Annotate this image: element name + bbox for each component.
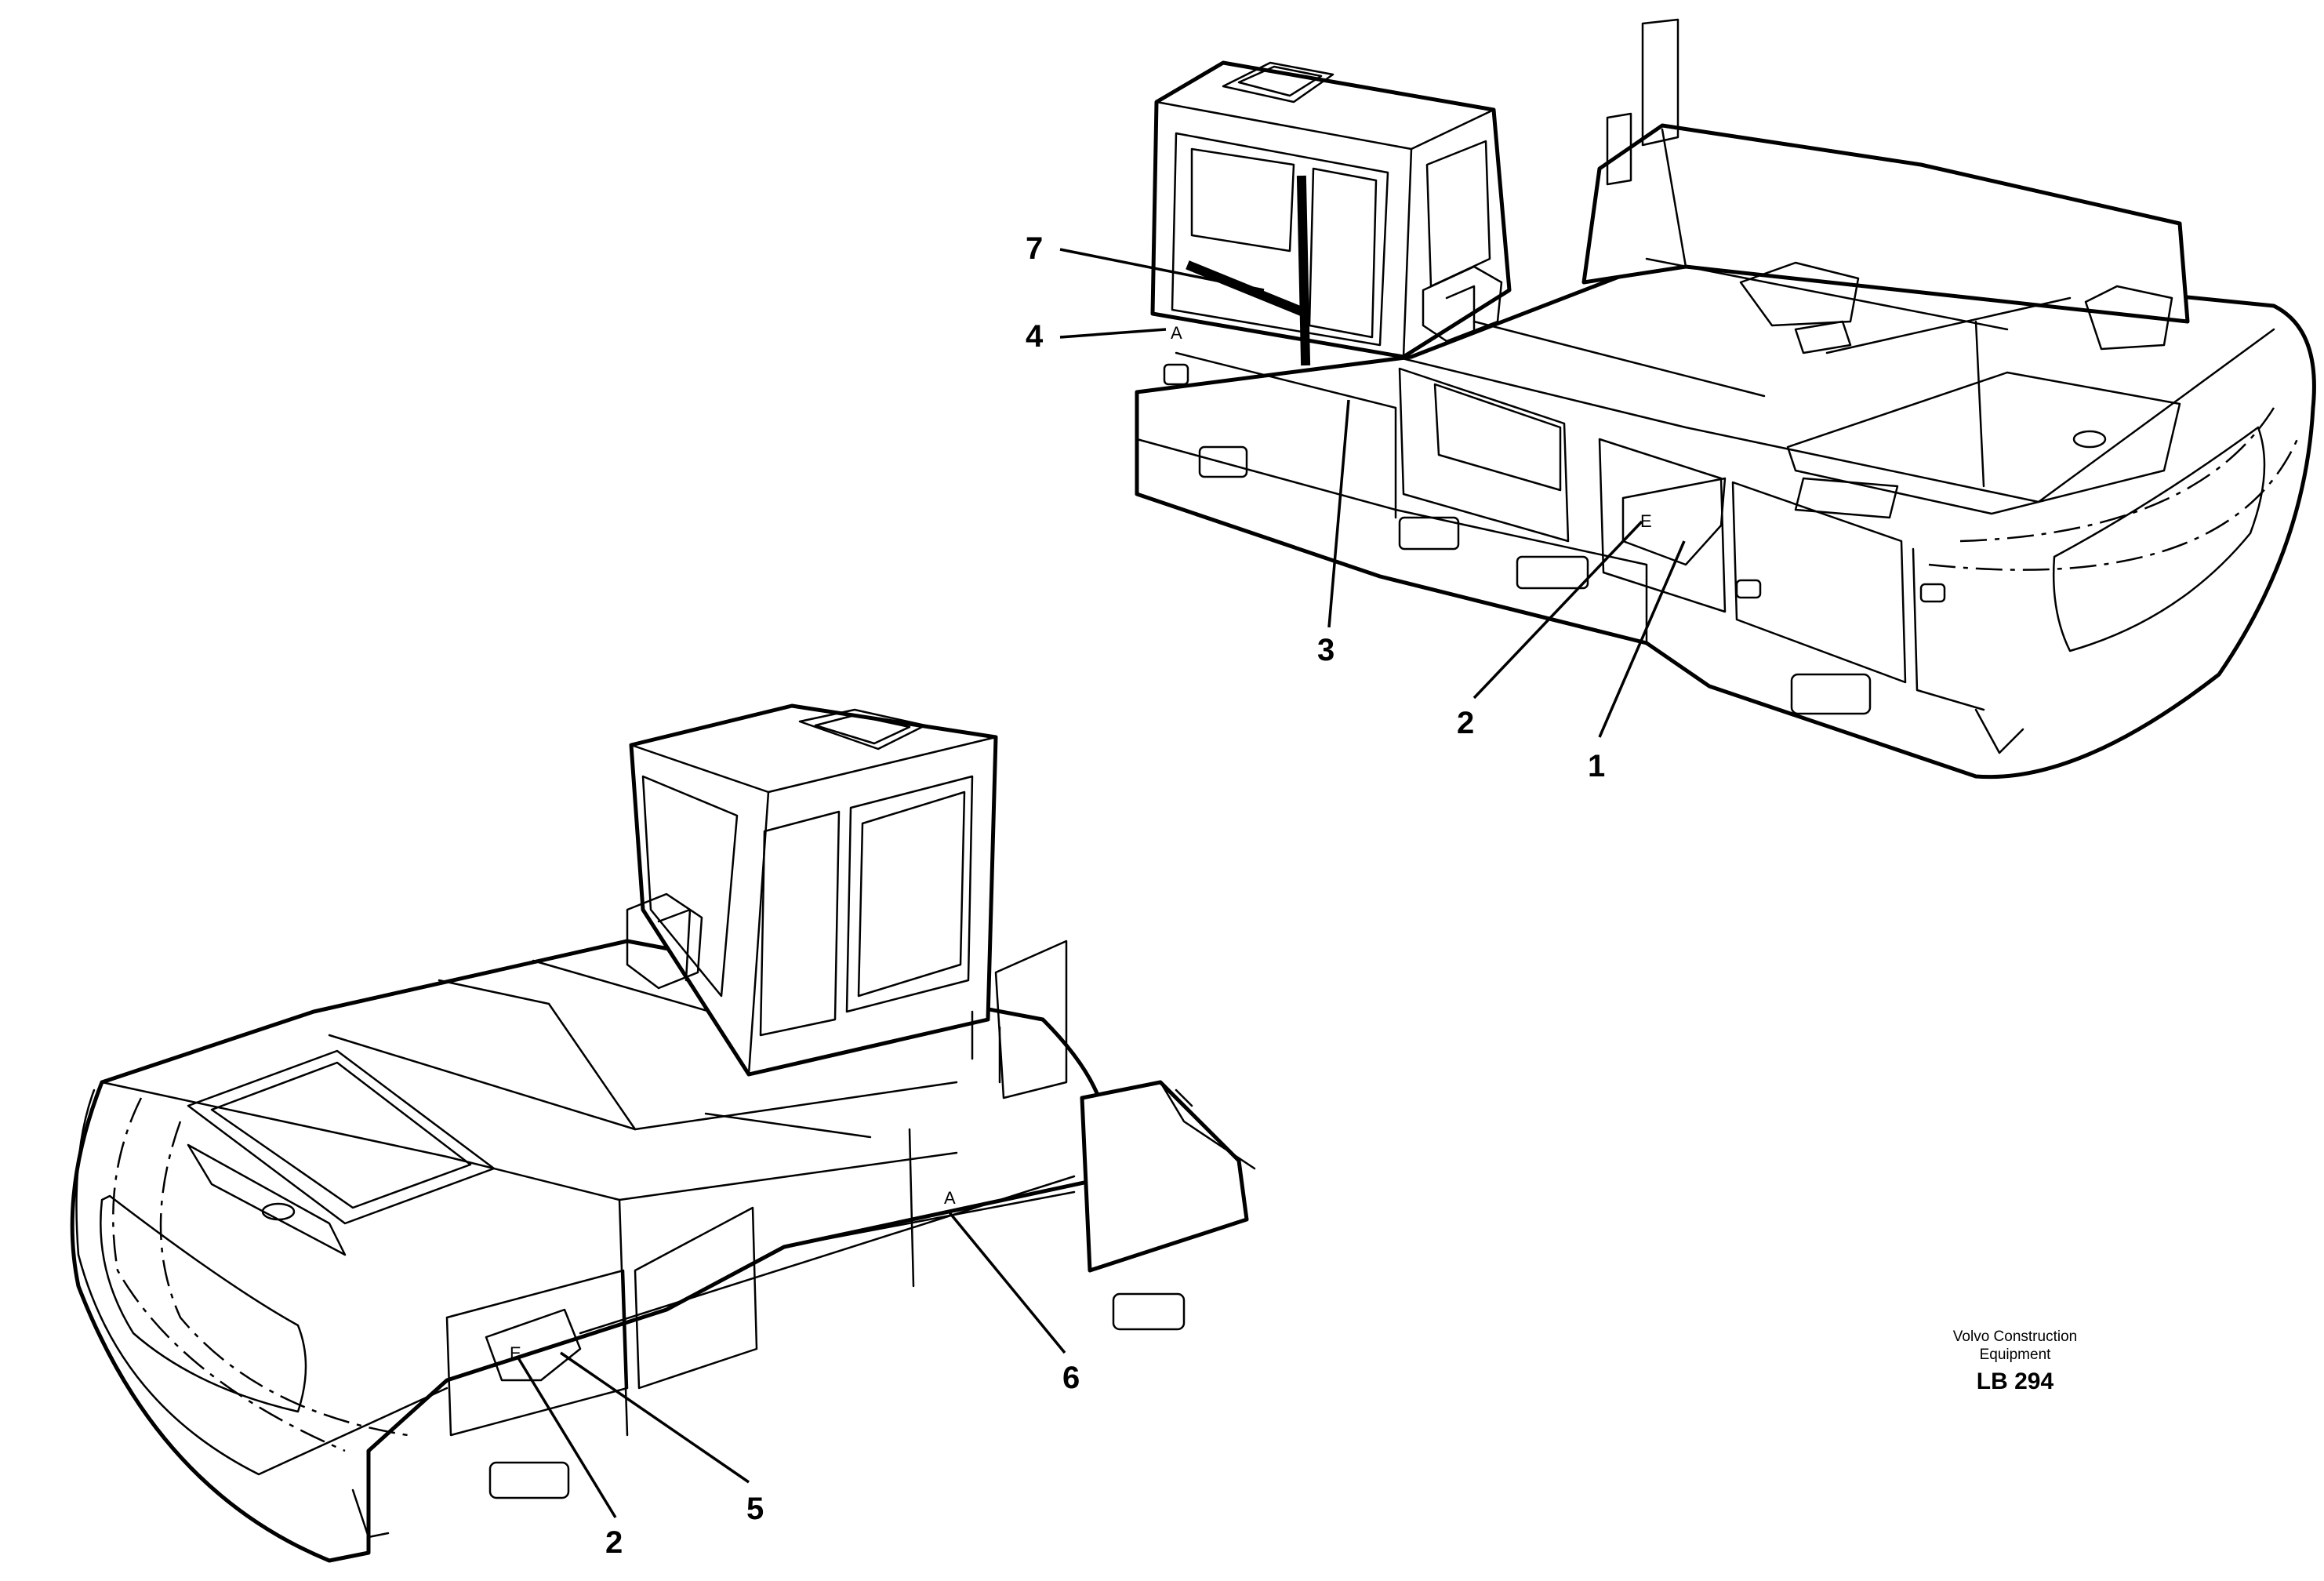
leader-6 — [947, 1210, 1066, 1354]
decal-letter-a-upper: A — [1171, 323, 1182, 343]
decal-letter-e-upper: E — [1640, 511, 1652, 531]
callout-7: 7 — [1026, 231, 1043, 266]
decal-letter-a-lower: A — [944, 1188, 956, 1208]
leader-2a — [1472, 520, 1643, 700]
leader-7 — [1059, 248, 1265, 292]
seal-strip-7 — [1296, 175, 1311, 366]
upper-cab — [1150, 60, 1512, 359]
credit-line-1: Volvo Construction — [1952, 1328, 2078, 1345]
leader-1 — [1598, 540, 1686, 738]
decal-panel-5 — [485, 1308, 582, 1382]
lower-body-outline — [70, 939, 1116, 1563]
callout-numbers: 7 4 3 2 1 2 5 6 — [605, 231, 1605, 1560]
upper-body-outline — [1135, 249, 2316, 780]
leader-5 — [560, 1351, 750, 1484]
leader-4 — [1059, 328, 1167, 339]
callout-2-lower: 2 — [605, 1525, 623, 1560]
leader-3 — [1327, 399, 1350, 628]
callout-4: 4 — [1026, 319, 1044, 354]
callout-3: 3 — [1317, 633, 1334, 667]
leader-lines — [516, 248, 1686, 1518]
credit-block: Volvo Construction Equipment LB 294 — [1897, 1328, 2133, 1395]
callout-1: 1 — [1588, 749, 1605, 783]
lower-machine: E A — [70, 703, 1256, 1563]
upper-machine: E A — [1135, 18, 2316, 780]
seal-strip-7b — [1186, 260, 1304, 316]
callout-6: 6 — [1062, 1361, 1080, 1395]
callout-5: 5 — [746, 1492, 764, 1526]
callout-2-upper: 2 — [1457, 706, 1474, 740]
decal-panel-1 — [1621, 477, 1727, 566]
figure-code: LB 294 — [1976, 1368, 2054, 1394]
leader-2b — [516, 1356, 617, 1518]
credit-line-2: Equipment — [1979, 1347, 2051, 1363]
counterweight-top — [1581, 123, 2190, 324]
